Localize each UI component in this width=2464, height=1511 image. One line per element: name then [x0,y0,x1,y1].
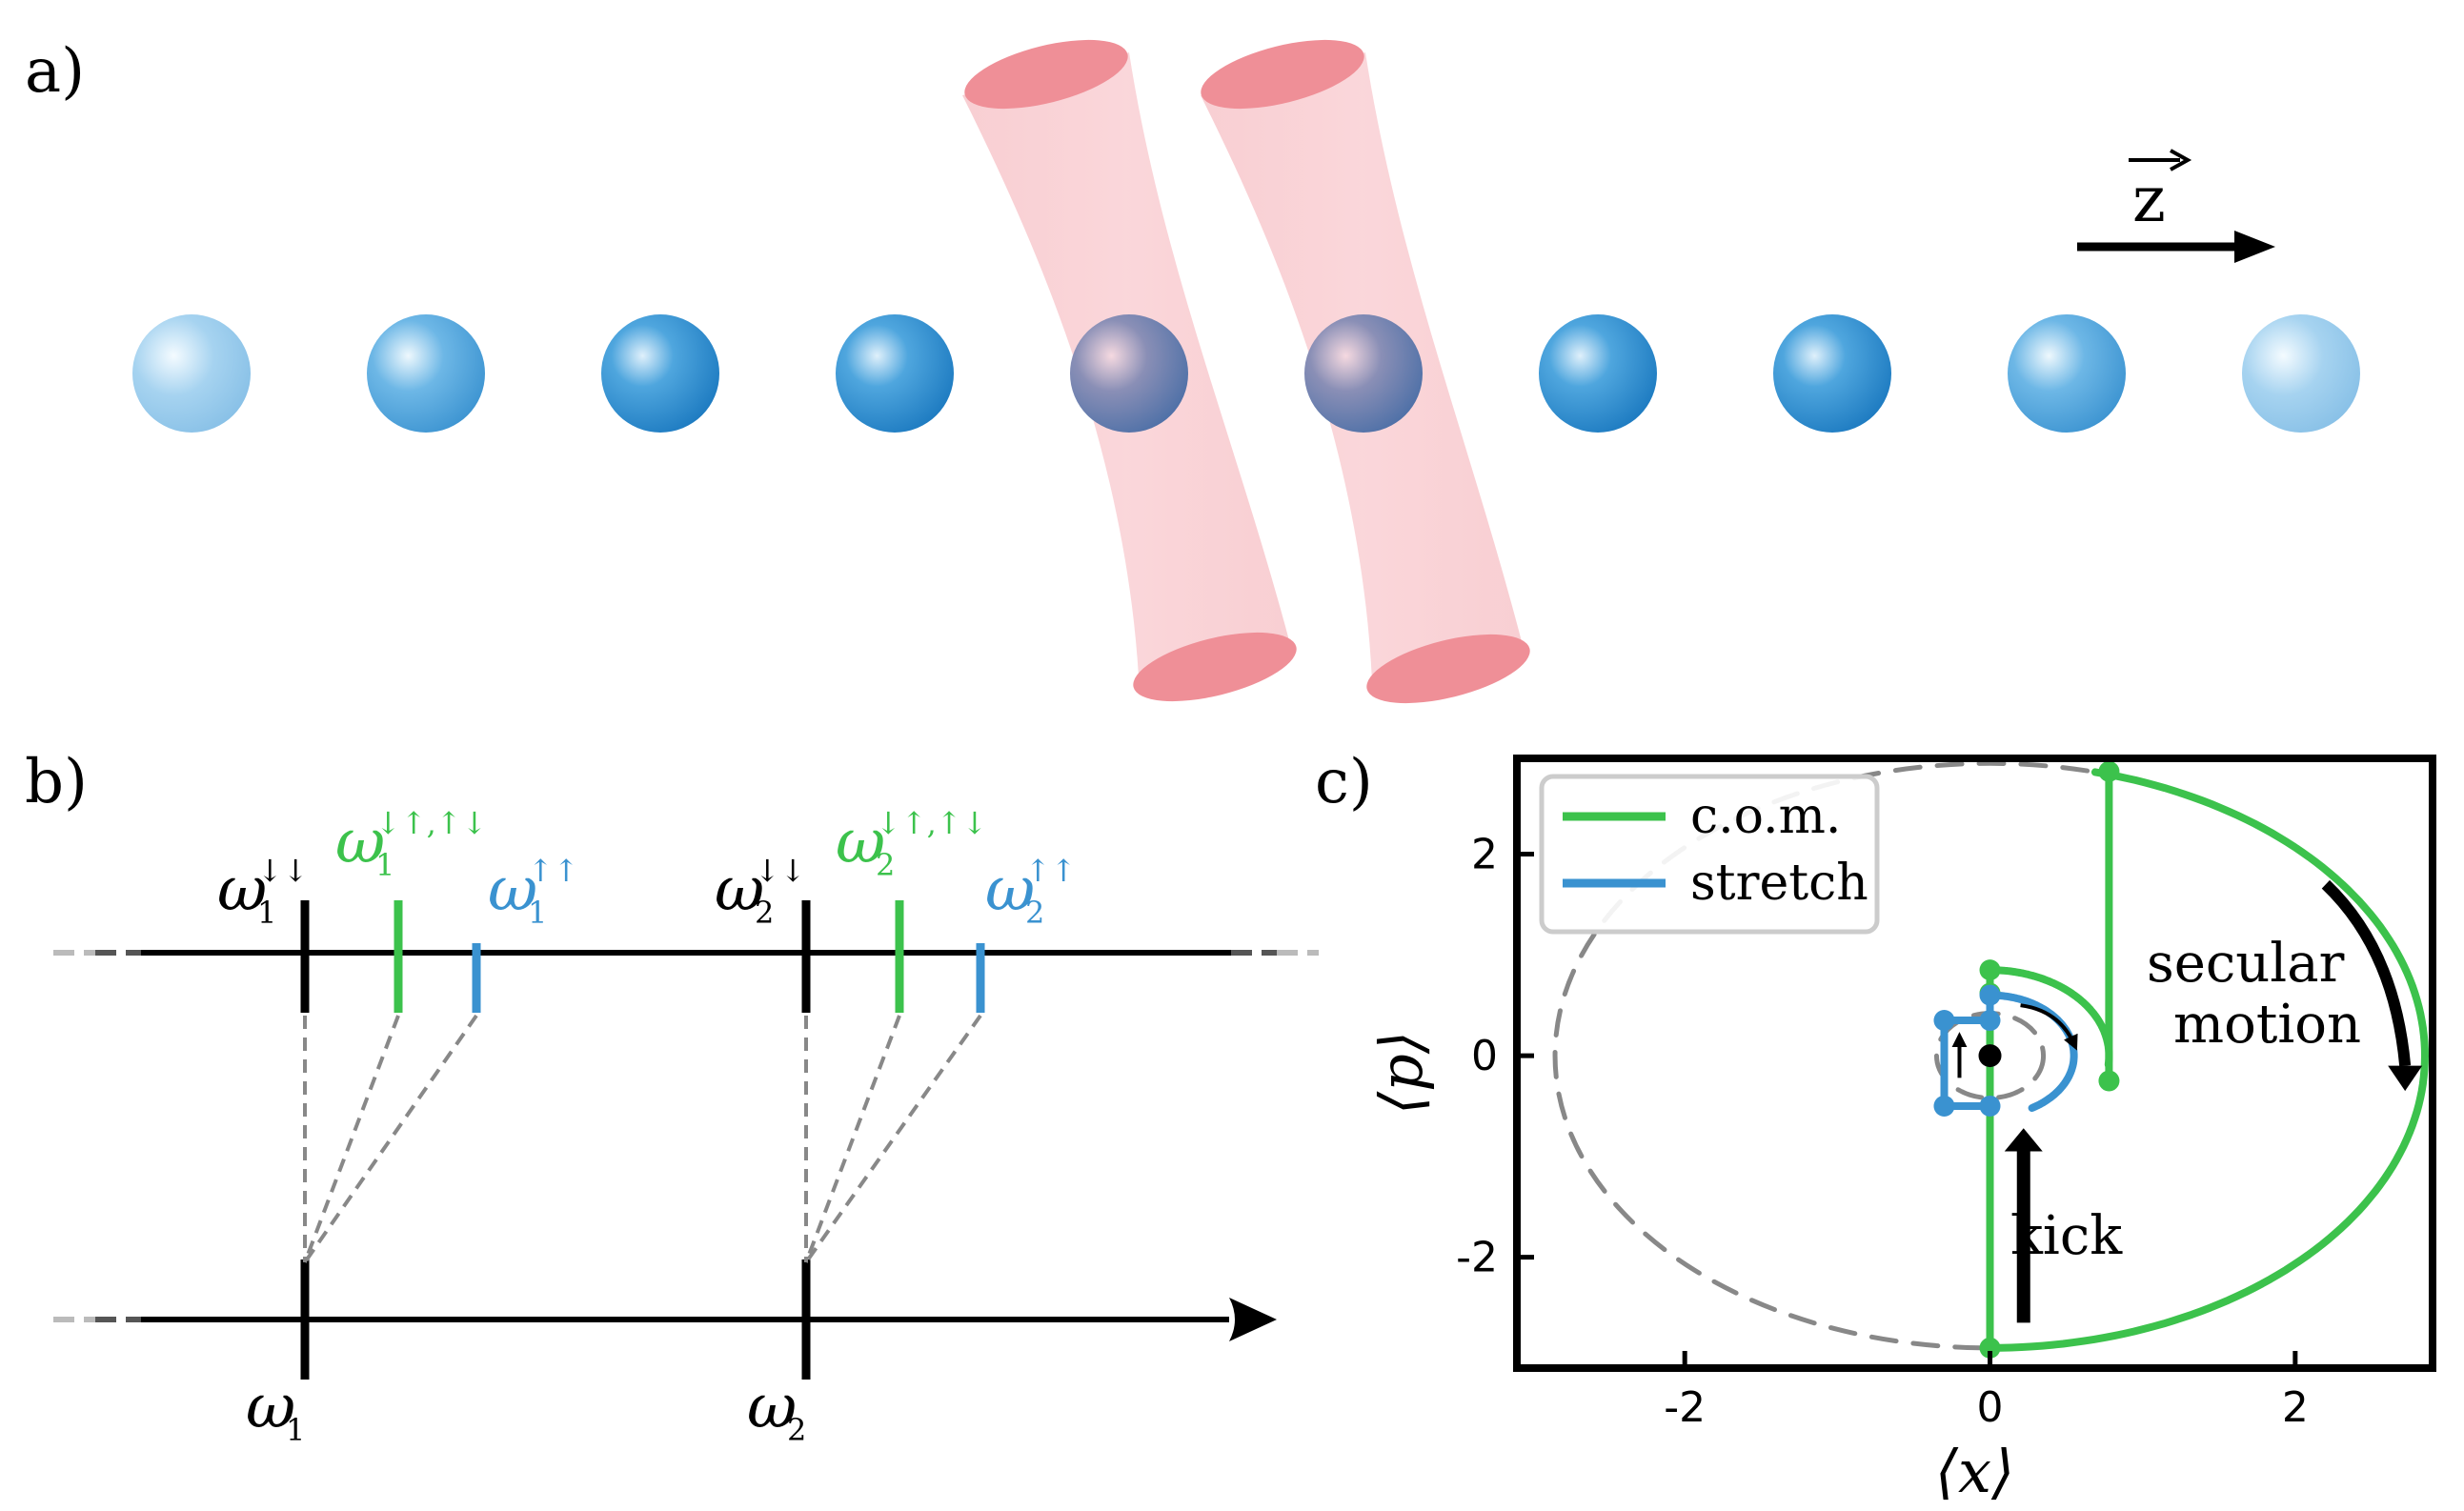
freq-label-bottom-1: ω [246,1372,295,1442]
y-tick-label-3: 2 [1471,830,1498,878]
freq-label-top-2-sup: ↓↑,↑↓ [375,805,487,841]
freq-label-bottom-1-sub: 1 [286,1412,305,1448]
x-tick-label-1: -2 [1664,1383,1706,1432]
z-axis-arrow: z [2077,149,2275,263]
ion-chain [132,314,2360,433]
freq-label-top-3-sup: ↑↑ [528,853,579,889]
panel-b: b) ω1↓↓ω1↓↑,↑↓ω1↑↑ω2↓↓ω2↓↑,↑ [25,747,1319,1448]
ion-9 [2008,314,2126,433]
series-com-marker-5 [2098,760,2120,782]
freq-label-top-2-sub: 1 [375,847,394,883]
x-axis-label: ⟨x⟩ [1935,1437,2014,1506]
freq-label-top-1: ω [217,855,267,925]
origin-point [1978,1044,2002,1068]
annotation-kick: kick [2010,1205,2123,1267]
freq-label-top-6-sup: ↑↑ [1025,853,1077,889]
freq-label-top-3: ω [488,855,537,925]
series-stretch-marker-5 [1979,984,2001,1006]
ion-5 [1070,314,1188,433]
y-tick-label-2: 0 [1471,1032,1498,1080]
panel-b-label: b) [25,747,88,817]
x-tick-label-3: 2 [2282,1383,2309,1432]
ion-2 [367,314,485,433]
series-stretch-marker-3 [1933,1010,1955,1032]
series-com-marker-1 [1979,1337,2001,1359]
freq-label-bottom-2-sub: 2 [787,1412,806,1448]
y-axis-label: ⟨p⟩ [1366,1031,1436,1115]
series-stretch-marker-1 [1979,1095,2001,1117]
freq-label-top-2: ω [335,807,385,877]
ion-10 [2242,314,2360,433]
stretch-rotation-arrow [2020,1003,2078,1051]
plot-area [1552,760,2429,1359]
panel-c-label: c) [1315,747,1373,817]
freq-label-top-5-sup: ↓↑,↑↓ [876,805,987,841]
plot-frame [1513,755,2436,1372]
ion-7 [1539,314,1657,433]
z-axis-label: z [2132,163,2166,236]
freq-label-top-5-sub: 2 [876,847,895,883]
kick-arrow-head [2004,1128,2043,1152]
freq-label-top-3-sub: 1 [528,895,547,931]
freq-label-top-1-sup: ↓↓ [257,853,309,889]
freq-label-top-1-sub: 1 [257,895,276,931]
freq-label-top-6: ω [985,855,1035,925]
legend: c.o.m. stretch [1539,774,1880,935]
bottom-axis-arrowhead [1229,1298,1277,1341]
freq-label-top-4: ω [715,855,764,925]
series-stretch-marker-2 [1933,1095,1955,1117]
freq-label-top-6-sub: 2 [1025,895,1044,931]
y-tick-label-1: -2 [1456,1234,1498,1282]
ion-8 [1773,314,1891,433]
freq-label-top-4-sup: ↓↓ [755,853,806,889]
freq-label-bottom-2: ω [747,1372,797,1442]
series-com [1979,760,2429,1359]
legend-label-2: stretch [1690,855,1868,912]
annotation-secular-2: motion [2173,994,2361,1056]
ion-6 [1304,314,1423,433]
legend-label-1: c.o.m. [1690,788,1841,845]
ion-1 [132,314,251,433]
freq-label-top-5: ω [836,807,885,877]
series-com-marker-2 [1979,959,2001,981]
panel-a-label: a) [25,36,85,107]
secular-arrow-shaft [2321,879,2412,1067]
mode-connectors [303,1014,982,1264]
series-stretch-marker-4 [1979,1010,2001,1032]
secular-arrow-head [2388,1065,2423,1092]
panel-a: a) z [25,36,2360,704]
series-com-marker-4 [2098,1070,2120,1092]
series-stretch-segment-5 [1986,991,2078,1112]
ion-4 [836,314,954,433]
freq-label-top-4-sub: 2 [755,895,774,931]
ion-3 [601,314,719,433]
series-stretch [1933,984,2078,1117]
series-com-segment-5 [1986,768,2429,1352]
annotation-secular-1: secular [2147,933,2345,995]
x-tick-label-2: 0 [1977,1383,2004,1432]
